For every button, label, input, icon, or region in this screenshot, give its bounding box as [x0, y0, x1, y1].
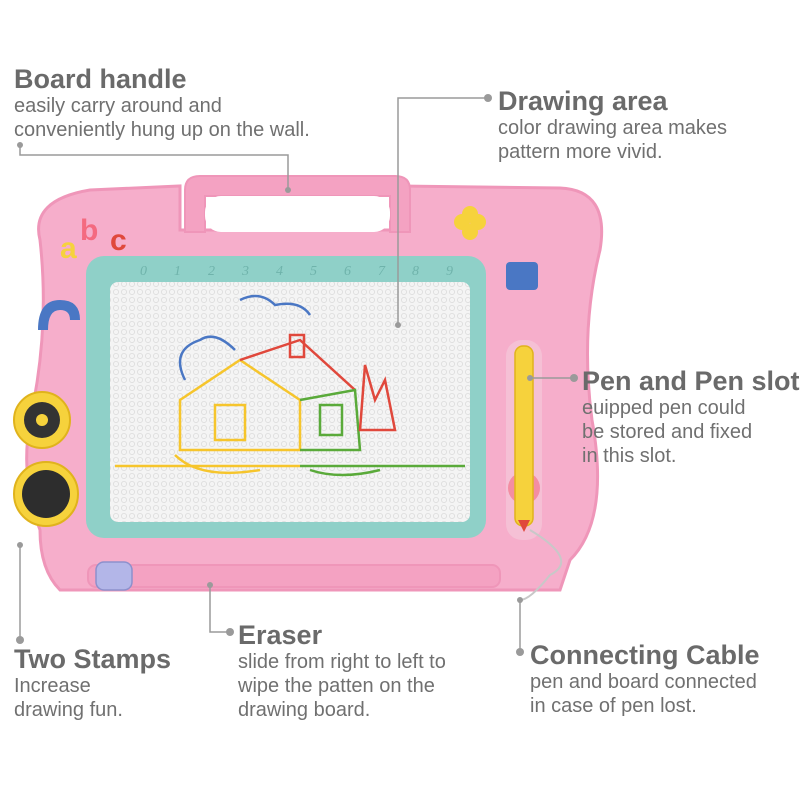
callout-eraser: Eraser slide from right to left to wipe … [238, 620, 446, 722]
callout-line: pattern more vivid. [498, 141, 663, 163]
letter-c-icon: c [110, 224, 127, 257]
flower-stamp-icon[interactable] [13, 391, 71, 449]
ruler-digit: 9 [446, 264, 453, 279]
callout-line: pen and board connected [530, 671, 757, 693]
ruler-digit: 1 [174, 264, 181, 279]
callout-title: Drawing area [498, 86, 668, 116]
ruler-digit: 0 [140, 264, 147, 279]
magnetic-pen[interactable] [514, 345, 534, 527]
horseshoe-icon [38, 300, 80, 330]
callout-line: in this slot. [582, 445, 677, 467]
leader-dots [16, 94, 578, 656]
callout-line: wipe the patten on the [238, 675, 435, 697]
callout-connecting-cable: Connecting Cable pen and board connected… [530, 640, 760, 718]
pen-cable [519, 529, 563, 601]
circle-stamp-icon[interactable] [13, 461, 79, 527]
callout-title: Eraser [238, 620, 323, 650]
ruler-digit: 6 [344, 264, 351, 279]
ruler-digits: 0 1 2 3 4 5 6 7 8 9 [140, 264, 453, 279]
ruler-digit: 4 [276, 264, 283, 279]
ruler-digit: 8 [412, 264, 419, 279]
eraser-rail [87, 564, 501, 588]
leader-lines [19, 97, 574, 652]
callout-pen-slot: Pen and Pen slot euipped pen could be st… [582, 366, 800, 468]
letter-b-icon: b [80, 214, 98, 247]
callout-line: drawing fun. [14, 699, 123, 721]
callout-line: conveniently hung up on the wall. [14, 119, 310, 141]
house-drawing [115, 294, 465, 477]
ruler-digit: 2 [208, 264, 215, 279]
blue-block-icon [506, 262, 538, 290]
callout-two-stamps: Two Stamps Increase drawing fun. [14, 644, 171, 722]
callout-title: Board handle [14, 64, 187, 94]
callout-board-handle: Board handle easily carry around and con… [14, 64, 310, 142]
ruler-digit: 7 [378, 264, 386, 279]
callout-drawing-area: Drawing area color drawing area makes pa… [498, 86, 727, 164]
callout-line: slide from right to left to [238, 651, 446, 673]
letter-a-icon: a [60, 232, 77, 265]
ruler-digit: 3 [241, 264, 249, 279]
callout-line: color drawing area makes [498, 117, 727, 139]
clover-icon [454, 206, 486, 240]
callout-line: drawing board. [238, 699, 371, 721]
callout-line: euipped pen could [582, 397, 746, 419]
board-handle [184, 175, 411, 233]
callout-line: easily carry around and [14, 95, 222, 117]
callout-title: Connecting Cable [530, 640, 760, 670]
callout-line: Increase [14, 675, 91, 697]
callout-line: in case of pen lost. [530, 695, 697, 717]
callout-line: be stored and fixed [582, 421, 753, 443]
callout-title: Two Stamps [14, 644, 172, 674]
eraser-slider[interactable] [95, 561, 133, 591]
callout-title: Pen and Pen slot [582, 366, 800, 396]
ruler-digit: 5 [310, 264, 317, 279]
